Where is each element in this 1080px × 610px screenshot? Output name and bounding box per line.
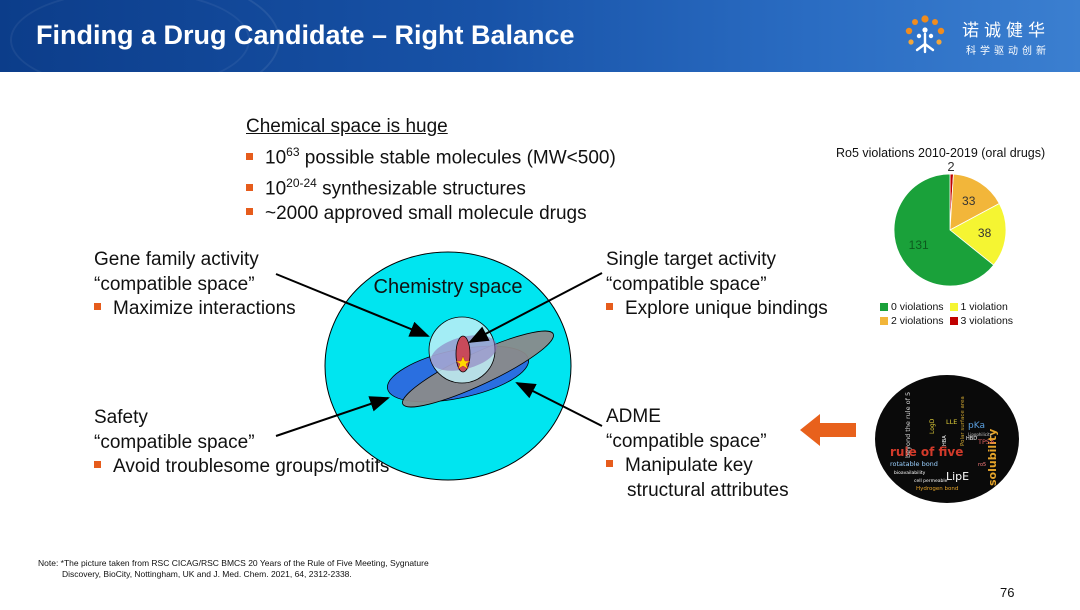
word-cloud-word: Polar surface area xyxy=(960,396,966,446)
legend-swatch xyxy=(880,317,888,325)
pie-data-label: 131 xyxy=(909,238,929,252)
word-cloud-word: rule of five xyxy=(890,445,963,459)
word-cloud-word: LipE xyxy=(946,470,969,483)
chemical-space-heading: Chemical space is huge xyxy=(246,116,448,137)
legend-item-1-violation: 1 violation xyxy=(949,301,1008,313)
word-cloud-word: bioavailability xyxy=(894,470,926,476)
pie-slice xyxy=(949,173,1000,231)
chemical-space-item-1: 1063 possible stable molecules (MW<500) xyxy=(246,140,616,171)
bullet-square-icon xyxy=(246,208,253,216)
legend-swatch xyxy=(949,317,958,325)
word-cloud-word: LogD xyxy=(929,418,936,434)
bullet-square-icon xyxy=(94,303,101,311)
word-cloud-word: LLE xyxy=(946,418,957,426)
header-swirl-decoration xyxy=(0,0,280,72)
pie-slice xyxy=(949,202,1007,266)
single-target-space-ellipse xyxy=(455,335,471,373)
pie-chart-legend: 0 violations 1 violation 2 violations 3 … xyxy=(880,300,1019,328)
bullet-square-icon xyxy=(246,183,253,191)
bullet-square-icon xyxy=(246,152,253,160)
slide-header: Finding a Drug Candidate – Right Balance… xyxy=(0,0,1080,72)
pie-chart-title: Ro5 violations 2010-2019 (oral drugs) xyxy=(836,146,1046,160)
slide-title: Finding a Drug Candidate – Right Balance xyxy=(36,20,575,50)
chemistry-space-label: Chemistry space xyxy=(374,276,523,298)
word-cloud-word: Hydrogen bond xyxy=(916,486,958,492)
ro5-word-cloud-image: rule of five solubility LipE beyond the … xyxy=(875,375,1019,503)
page-number: 76 xyxy=(1000,585,1015,600)
adme-arrow xyxy=(515,382,603,427)
footnote: Note: *The picture taken from RSC CICAG/… xyxy=(38,558,429,579)
word-cloud-word: pKa xyxy=(968,421,985,431)
safety-arrow xyxy=(275,396,390,437)
callout-gene-family: Gene family activity “compatible space” … xyxy=(94,249,296,319)
company-logo: 诺诚健华 科学驱动创新 xyxy=(900,10,1070,62)
callout-single-target: Single target activity “compatible space… xyxy=(606,249,828,319)
ro5-violations-pie-chart: 2 33 38 131 xyxy=(893,159,1007,287)
orange-left-arrow-icon xyxy=(800,414,856,446)
drug-candidate-star-icon xyxy=(455,355,471,370)
chemical-space-bullets: 1063 possible stable molecules (MW<500) … xyxy=(246,140,616,226)
legend-item-0-violations: 0 violations xyxy=(880,301,944,313)
word-cloud-word: Lipophilicity xyxy=(968,432,993,437)
word-cloud-word: HBD xyxy=(966,436,977,442)
logo-slogan: 科学驱动创新 xyxy=(966,46,1050,57)
logo-name: 诺诚健华 xyxy=(962,21,1050,41)
word-cloud-word: TPSA xyxy=(977,438,995,446)
pie-slice xyxy=(893,173,995,287)
pie-data-label: 33 xyxy=(962,194,976,208)
legend-item-2-violations: 2 violations xyxy=(880,315,944,327)
word-cloud-word: beyond the rule of 5 xyxy=(904,392,912,458)
legend-item-3-violations: 3 violations xyxy=(949,315,1013,327)
chemical-space-item-2: 1020-24 synthesizable structures xyxy=(246,171,616,202)
pie-data-label: 2 xyxy=(947,159,954,174)
bullet-square-icon xyxy=(94,461,101,469)
pie-data-label: 38 xyxy=(978,226,992,240)
word-cloud-word: cell permeable xyxy=(914,478,948,484)
word-cloud-word: ro5 xyxy=(978,462,986,468)
legend-swatch xyxy=(880,303,888,311)
word-cloud-word: solubility xyxy=(986,429,999,486)
word-cloud-word: HBA xyxy=(942,435,948,446)
header-swirl-decoration-2 xyxy=(10,0,250,72)
legend-swatch xyxy=(949,303,958,311)
bullet-square-icon xyxy=(606,460,613,468)
gene-family-arrow xyxy=(275,273,430,337)
single-target-arrow xyxy=(468,272,603,343)
chemical-space-item-3: ~2000 approved small molecule drugs xyxy=(246,202,616,227)
callout-adme: ADME “compatible space” Manipulate key s… xyxy=(606,406,789,501)
chemistry-space-diagram: Chemistry space xyxy=(275,251,603,481)
logo-dots-icon xyxy=(905,15,945,54)
callout-safety: Safety “compatible space” Avoid troubles… xyxy=(94,407,390,477)
word-cloud-word: rotatable bond xyxy=(890,460,938,468)
bullet-square-icon xyxy=(606,303,613,311)
